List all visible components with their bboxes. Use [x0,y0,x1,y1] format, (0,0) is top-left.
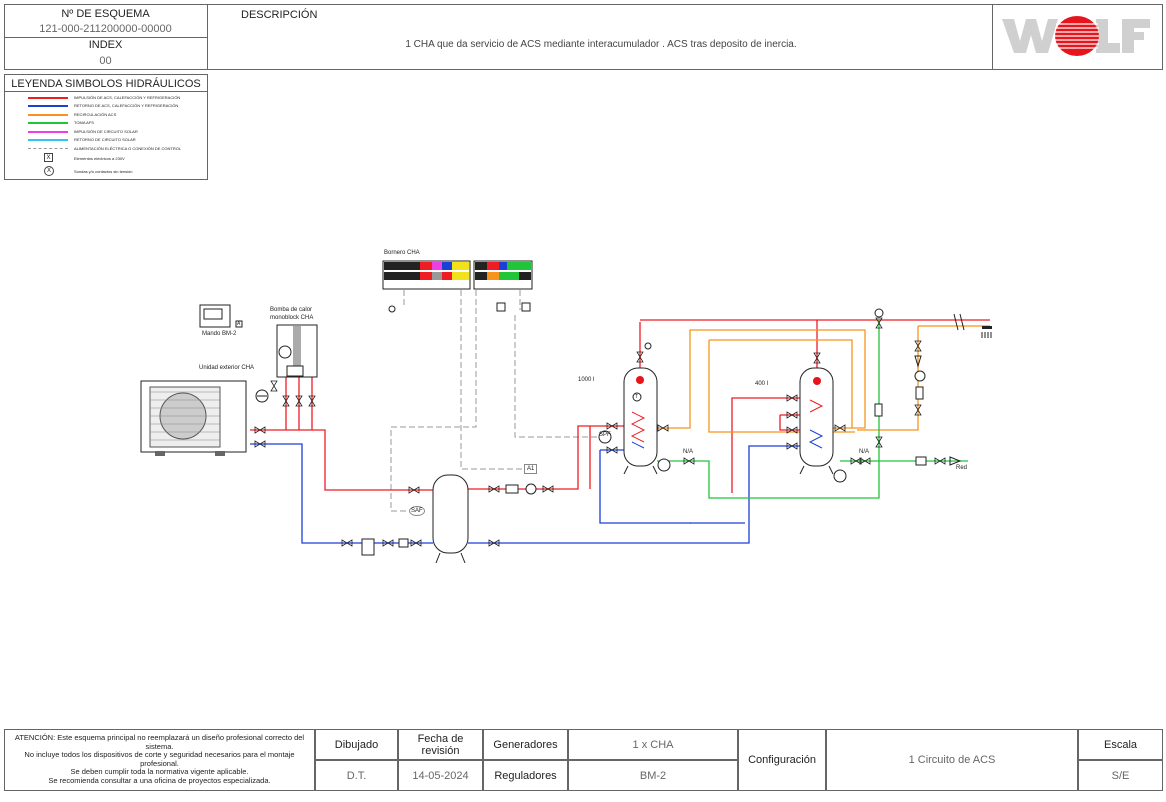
warning-line: sistema. [145,741,174,751]
legend-divider [4,91,208,92]
warning-line: Se recomienda consultar a una oficina de… [48,775,271,785]
hydraulic-diagram [140,260,992,564]
cold-water-lines [657,320,968,499]
legend-item-label: RETORNO DE CIRCUITO SOLAR [74,137,136,142]
tank1-volume: 1000 l [578,377,595,383]
outdoor-unit [140,380,247,456]
fecha-label: Fecha de revisión [398,729,483,760]
return-lines [250,443,800,544]
reguladores-value: BM-2 [568,760,738,791]
wolf-logo [1000,13,1152,59]
legend-symbol-box: X [44,153,53,162]
legend-items: IMPULSIÓN DE ACS, CALEFACCIÓN Y REFRIGER… [28,95,208,153]
legend-item: TOMA AFS [28,120,208,126]
escala-value: S/E [1078,760,1163,791]
legend-swatch [28,97,68,99]
legend-swatch [28,105,68,107]
a-label: A [237,321,241,327]
legend-item-label: RETORNO DE ACS, CALEFACCIÓN Y REFRIGERAC… [74,103,179,108]
legend-symbol-circle: X [44,166,54,176]
terminal-strip [382,260,533,290]
bm2-controller-device [199,304,243,328]
legend-item-label: IMPULSIÓN DE CIRCUITO SOLAR [74,129,138,134]
legend-item: ALIMENTACIÓN ELÉCTRICA O CONEXIÓN DE CON… [28,146,208,152]
warning-box: ATENCIÓN: Este esquema principal no reem… [4,729,315,791]
scheme-number-value: 121-000-211200000-00000 [39,23,172,35]
configuracion-label: Configuración [738,729,826,791]
description-label: DESCRIPCIÓN [241,9,318,21]
legend-frame [4,74,208,180]
warning-line: Se deben cumplir toda la normativa vigen… [70,767,249,777]
dibujado-label: Dibujado [315,729,398,760]
dhw-tank-1000 [623,367,658,475]
legend-swatch [28,148,68,149]
fecha-label-line: Fecha de [417,732,464,745]
legend-swatch [28,114,68,116]
header-divider-3 [4,37,208,38]
dhw-tank-400 [799,367,834,475]
fecha-label-line: revisión [421,744,460,757]
legend-swatch [28,139,68,141]
bomba-label-1: Bomba de calor [270,307,313,313]
legend-item: RETORNO DE CIRCUITO SOLAR [28,137,208,143]
na-label: N/A [683,449,694,455]
legend-symbol-circle-label: Sondas y/o contactos sin tensión [74,169,133,174]
index-label: INDEX [88,39,123,51]
escala-label: Escala [1078,729,1163,760]
legend-item: IMPULSIÓN DE CIRCUITO SOLAR [28,129,208,135]
shower-icon [981,326,992,338]
monoblock-pump [276,324,318,378]
legend-title: LEYENDA SIMBOLOS HIDRÁULICOS [11,78,201,90]
control-wiring [390,290,600,512]
legend-item-label: TOMA AFS [74,120,94,125]
warning-line: ATENCIÓN: Este esquema principal no reem… [14,733,305,742]
reguladores-label: Reguladores [483,760,568,791]
legend-item: IMPULSIÓN DE ACS, CALEFACCIÓN Y REFRIGER… [28,95,208,101]
bornero-label: Bornero CHA [384,250,420,256]
legend-swatch [28,122,68,124]
na-label: N/A [859,449,870,455]
warning-line: profesional. [140,758,179,768]
dibujado-value: D.T. [315,760,398,791]
mando-label: Mando BM-2 [202,331,237,337]
inertia-tank [432,474,469,564]
legend-item: RETORNO DE ACS, CALEFACCIÓN Y REFRIGERAC… [28,103,208,109]
header-divider-2 [992,4,993,70]
spf-label: SPF [599,432,611,438]
saf-label: SAF [409,506,425,516]
description-text: 1 CHA que da servicio de ACS mediante in… [405,39,797,50]
unidad-label: Unidad exterior CHA [199,365,255,371]
generadores-label: Generadores [483,729,568,760]
tank2-volume: 400 l [755,381,769,387]
legend-item: RECIRCULACIÓN ACS [28,112,208,118]
legend-item-label: RECIRCULACIÓN ACS [74,112,117,117]
bomba-label-2: monoblock CHA [270,315,314,321]
legend-item-label: IMPULSIÓN DE ACS, CALEFACCIÓN Y REFRIGER… [74,95,181,100]
legend-symbol-box-label: Elementos eléctricos a 230V [74,156,125,161]
recirculation-lines [657,325,990,433]
generadores-value: 1 x CHA [568,729,738,760]
t-label: T [635,394,639,400]
configuracion-value: 1 Circuito de ACS [826,729,1078,791]
index-value: 00 [99,55,112,67]
red-label: Red [956,465,968,471]
warning-line: No incluye todos los dispositivos de cor… [24,750,295,760]
legend-item-label: ALIMENTACIÓN ELÉCTRICA O CONEXIÓN DE CON… [74,146,182,151]
scheme-number-label: Nº DE ESQUEMA [61,8,150,20]
fecha-value: 14-05-2024 [398,760,483,791]
a1-label: A1 [524,464,538,474]
legend-swatch [28,131,68,133]
